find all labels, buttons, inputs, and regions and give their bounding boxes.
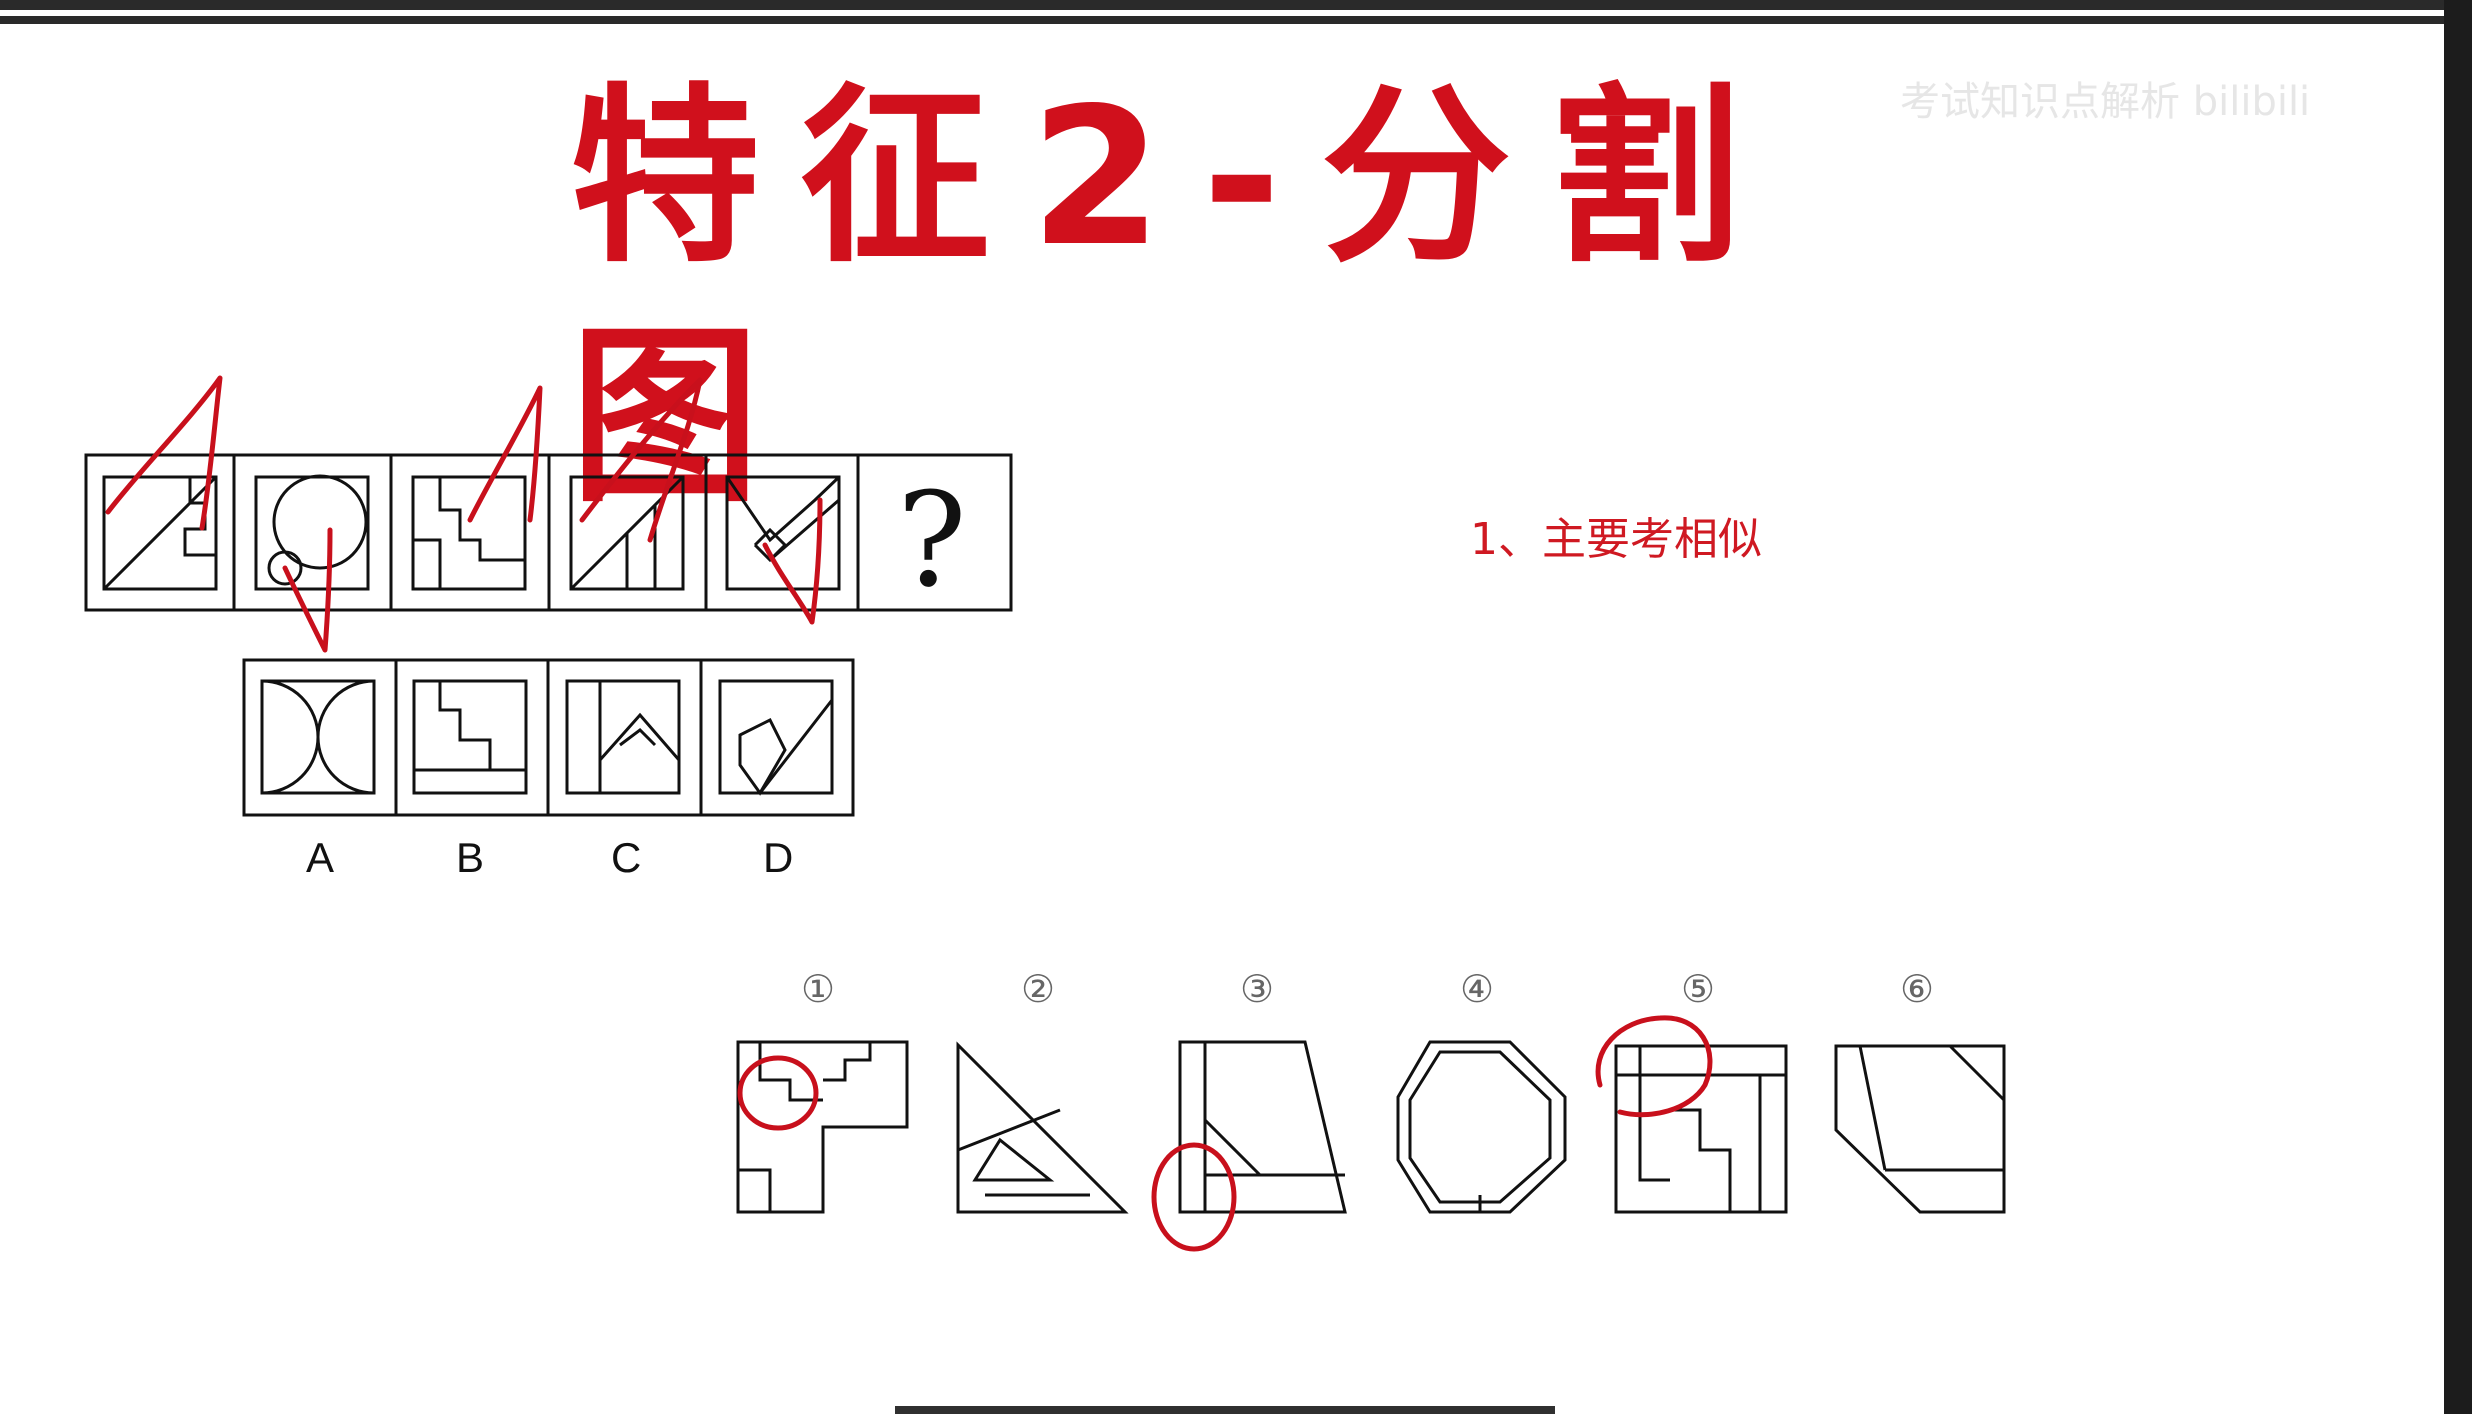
option-d-figure[interactable]: [718, 679, 834, 796]
option-c-figure[interactable]: [565, 679, 681, 795]
option-c-label[interactable]: C: [611, 834, 641, 881]
figure-2-label: ②: [1021, 967, 1055, 1011]
option-a-figure[interactable]: [260, 679, 376, 795]
question-figure-3: [411, 475, 527, 591]
question-mark: ?: [897, 464, 967, 616]
question-figure-5: [725, 475, 841, 591]
figure-6-label: ⑥: [1900, 967, 1934, 1011]
figure-5: [1614, 1044, 1788, 1214]
figure-3: [1178, 1040, 1347, 1214]
option-d-label[interactable]: D: [763, 834, 793, 881]
option-a-label[interactable]: A: [306, 834, 334, 881]
option-b-figure[interactable]: [412, 679, 528, 795]
figure-4: [1396, 1040, 1567, 1214]
option-b-label[interactable]: B: [456, 834, 484, 881]
figure-4-label: ④: [1460, 967, 1494, 1011]
top-window-bar: [0, 0, 2472, 24]
right-scroll-edge[interactable]: [2444, 0, 2472, 1414]
figure-1-label: ①: [801, 967, 835, 1011]
top-bar-stripe: [0, 10, 2472, 16]
figure-5-label: ⑤: [1681, 967, 1715, 1011]
progress-bar[interactable]: [895, 1406, 1555, 1414]
annotation-note: 1、主要考相似: [1470, 514, 1762, 565]
figure-3-label: ③: [1240, 967, 1274, 1011]
question-figure-4: [569, 475, 685, 591]
question-figure-2: [254, 474, 370, 591]
figure-1: [736, 1040, 909, 1214]
question-figure-1: [102, 475, 218, 591]
red-annotations: [105, 375, 1713, 1252]
figure-6: [1834, 1044, 2006, 1214]
figure-2: [956, 1041, 1129, 1214]
watermark: 考试知识点解析 bilibili: [1900, 79, 2311, 125]
